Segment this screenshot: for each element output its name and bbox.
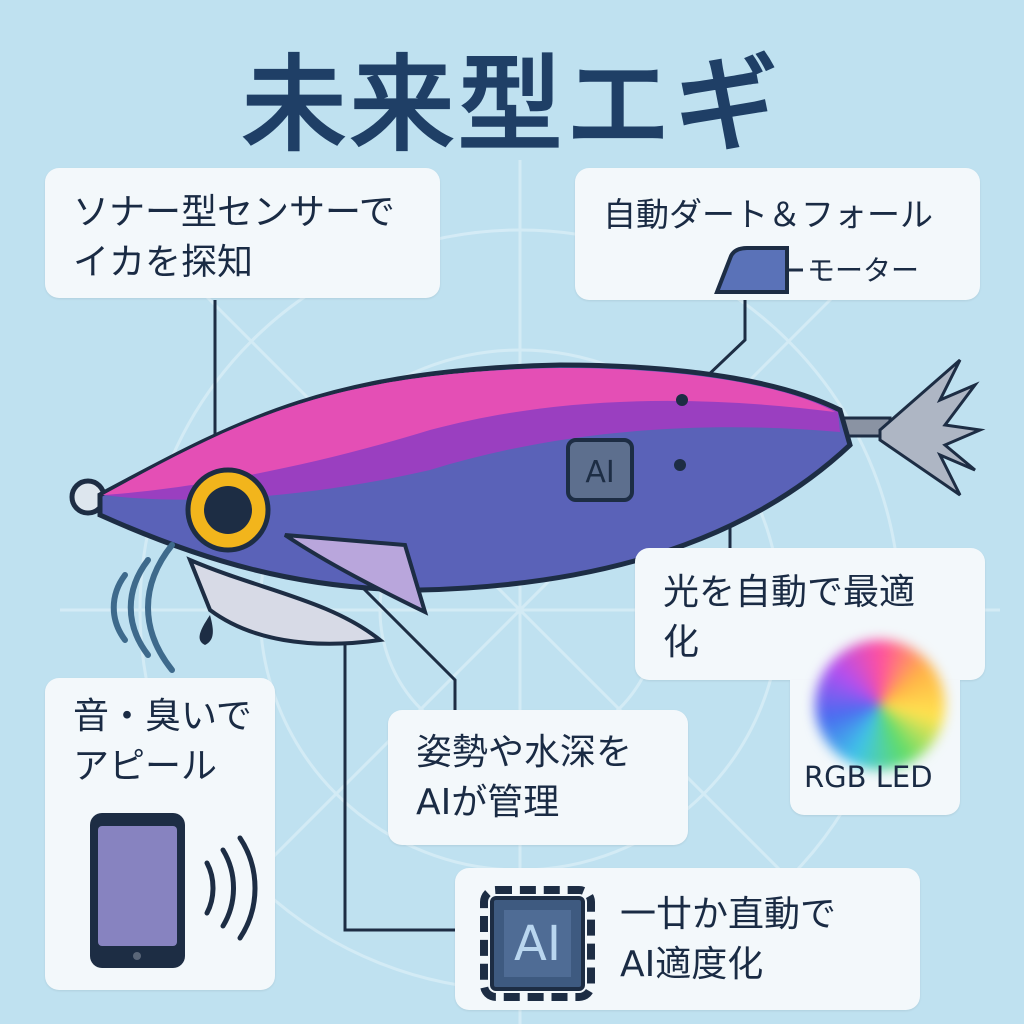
- ai-badge: [566, 438, 634, 502]
- sonar-line1: ソナー型センサーで: [73, 192, 395, 233]
- led-panel: RGB LED: [790, 640, 960, 815]
- led-label: RGB LED: [804, 760, 933, 794]
- lure-underside: [186, 556, 385, 646]
- ai-chip-icon: AI: [480, 886, 595, 1001]
- callout-posture: 姿勢や水深を AIが管理: [388, 710, 688, 845]
- sonar-line2: イカを探知: [73, 242, 254, 283]
- callout-sound: 音・臭いで アピール: [45, 678, 275, 990]
- callout-sonar: ソナー型センサーで イカを探知: [45, 168, 440, 298]
- callout-dart: 自動ダート＆フォール モーター: [575, 168, 980, 300]
- ai-badge-label: AI: [585, 455, 614, 490]
- callout-light: 光を自動で最適 化: [635, 548, 985, 680]
- posture-line1: 姿勢や水深を: [416, 732, 633, 773]
- smartphone-icon: [90, 813, 258, 968]
- callout-chip: AI 一廿か直動で AI適度化: [455, 868, 920, 1010]
- sound-line2: アピール: [73, 746, 218, 787]
- hook-icon: [828, 358, 986, 497]
- light-line1: 光を自動で最適: [663, 572, 916, 613]
- lure-fin: [283, 533, 429, 616]
- chip-line2: AI適度化: [620, 944, 764, 985]
- rgb-led-icon: [815, 640, 945, 770]
- sound-waves-icon: [110, 542, 175, 673]
- posture-line2: AIが管理: [416, 782, 560, 823]
- dart-label: 自動ダート＆フォール: [603, 195, 933, 234]
- motor-label: モーター: [807, 254, 920, 287]
- page-title: 未来型エギ: [241, 44, 782, 166]
- drip-icon: [199, 615, 213, 645]
- sound-line1: 音・臭いで: [73, 696, 252, 737]
- motor-icon: [714, 246, 803, 294]
- chip-label: AI: [504, 910, 571, 977]
- light-line2: 化: [663, 622, 700, 663]
- chip-line1: 一廿か直動で: [620, 894, 837, 935]
- lure-body: AI: [69, 362, 853, 646]
